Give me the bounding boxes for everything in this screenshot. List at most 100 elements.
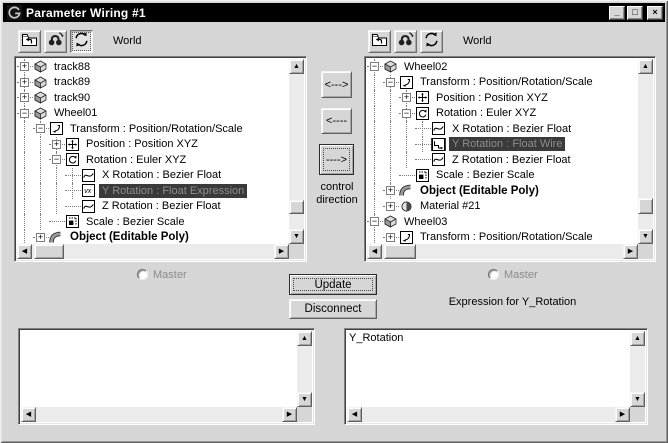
minimize-button[interactable]: _ — [609, 5, 625, 20]
tree-item[interactable]: Z Rotation : Bezier Float — [367, 152, 638, 168]
scroll-down-icon[interactable]: ▼ — [638, 229, 653, 244]
tree-guide — [367, 136, 383, 153]
scroll-right-icon[interactable]: ▶ — [623, 244, 638, 259]
left-tree-hscrollbar[interactable]: ◀ ▶ — [17, 244, 289, 259]
tree-item[interactable]: −Rotation : Euler XYZ — [17, 152, 289, 168]
refresh-button[interactable] — [70, 30, 93, 53]
expand-icon[interactable]: + — [36, 231, 45, 242]
right-expression-hscrollbar[interactable]: ◀ ▶ — [347, 407, 630, 422]
collapse-icon[interactable]: − — [36, 123, 45, 133]
right-master-radio[interactable] — [488, 269, 499, 280]
collapse-icon[interactable]: − — [370, 216, 379, 226]
tree-guide — [17, 152, 33, 168]
tree-item[interactable]: − Wheel02 — [367, 59, 638, 75]
expand-icon[interactable]: + — [20, 76, 29, 87]
expand-icon[interactable]: + — [20, 61, 29, 71]
tree-guide — [65, 167, 81, 184]
left-tree-vscrollbar[interactable]: ▲ ▼ — [289, 59, 304, 244]
scroll-up-icon[interactable]: ▲ — [289, 59, 304, 74]
hscroll-thumb[interactable] — [34, 244, 64, 259]
scroll-down-icon[interactable]: ▼ — [289, 229, 304, 244]
tree-item[interactable]: −Wheel01 — [17, 105, 289, 122]
collapse-icon[interactable]: − — [370, 61, 379, 71]
vscroll-thumb[interactable] — [638, 198, 653, 214]
folder-up-button[interactable] — [18, 30, 41, 53]
tree-item[interactable]: +Transform : Position/Rotation/Scale — [367, 229, 638, 244]
folder-up-button[interactable] — [368, 30, 391, 53]
left-expression-vscrollbar[interactable]: ▲ ▼ — [297, 331, 312, 407]
collapse-icon[interactable]: − — [20, 107, 29, 118]
find-button[interactable] — [394, 30, 417, 53]
wire-left-button[interactable]: <---- — [321, 108, 352, 134]
expand-icon[interactable]: + — [20, 92, 29, 102]
scroll-up-icon[interactable]: ▲ — [630, 331, 645, 346]
scroll-down-icon[interactable]: ▼ — [297, 392, 312, 407]
tree-item[interactable]: +Position : Position XYZ — [367, 90, 638, 106]
right-parameter-tree[interactable]: −Wheel02−Transform : Position/Rotation/S… — [364, 56, 656, 262]
left-parameter-tree[interactable]: +track88+track89+track90−Wheel01−Transfo… — [14, 56, 307, 262]
tree-item[interactable]: X Rotation : Bezier Float — [17, 167, 289, 184]
right-expression-vscrollbar[interactable]: ▲ ▼ — [630, 331, 645, 407]
scroll-left-icon[interactable]: ◀ — [347, 407, 362, 422]
collapse-icon[interactable]: − — [386, 76, 395, 87]
expand-icon[interactable]: + — [52, 138, 61, 149]
tree-item[interactable]: Y Rotation : Float Wire — [367, 136, 638, 153]
left-expression-box[interactable]: ▲ ▼ ◀ ▶ — [18, 328, 315, 425]
left-expression-text[interactable] — [23, 332, 295, 405]
tree-guide — [33, 152, 49, 168]
titlebar[interactable]: Parameter Wiring #1 _ □ × — [3, 3, 665, 22]
refresh-button[interactable] — [420, 30, 443, 53]
maximize-button[interactable]: □ — [627, 5, 643, 20]
tree-item[interactable]: +Position : Position XYZ — [17, 136, 289, 153]
left-expression-hscrollbar[interactable]: ◀ ▶ — [21, 407, 297, 422]
scroll-right-icon[interactable]: ▶ — [615, 407, 630, 422]
wire-right-button[interactable]: ----> — [319, 144, 354, 175]
tree-guide — [415, 152, 431, 168]
expand-icon[interactable]: + — [386, 200, 395, 211]
tree-item[interactable]: +track90 — [17, 90, 289, 106]
scroll-left-icon[interactable]: ◀ — [17, 244, 32, 259]
right-tree-vscrollbar[interactable]: ▲ ▼ — [638, 59, 653, 244]
expand-icon[interactable]: + — [386, 231, 395, 242]
find-icon — [47, 31, 64, 53]
collapse-icon[interactable]: − — [402, 107, 411, 118]
expand-icon[interactable]: + — [386, 185, 395, 195]
tree-item-label: Wheel02 — [404, 60, 448, 73]
tree-item[interactable]: −Transform : Position/Rotation/Scale — [17, 121, 289, 137]
update-button[interactable]: Update — [289, 274, 377, 295]
wire-two-way-button[interactable]: <---> — [321, 71, 352, 98]
scroll-right-icon[interactable]: ▶ — [282, 407, 297, 422]
tree-item[interactable]: X Rotation : Bezier Float — [367, 121, 638, 137]
tree-guide — [33, 214, 49, 230]
tree-item-label: X Rotation : Bezier Float — [102, 169, 222, 182]
tree-item[interactable]: +track89 — [17, 74, 289, 91]
tree-item[interactable]: Scale : Bezier Scale — [367, 167, 638, 184]
scroll-left-icon[interactable]: ◀ — [21, 407, 36, 422]
tree-item[interactable]: −Rotation : Euler XYZ — [367, 105, 638, 122]
tree-item[interactable]: +Object (Editable Poly) — [367, 183, 638, 199]
scroll-down-icon[interactable]: ▼ — [630, 392, 645, 407]
collapse-icon[interactable]: − — [52, 154, 61, 164]
scroll-up-icon[interactable]: ▲ — [638, 59, 653, 74]
tree-item[interactable]: −Transform : Position/Rotation/Scale — [367, 74, 638, 91]
disconnect-button[interactable]: Disconnect — [289, 299, 377, 319]
tree-item[interactable]: +Material #21 — [367, 198, 638, 215]
right-tree-hscrollbar[interactable]: ◀ ▶ — [367, 244, 638, 259]
tree-item[interactable]: −Wheel03 — [367, 214, 638, 230]
right-expression-box[interactable]: Y_Rotation ▲ ▼ ◀ ▶ — [344, 328, 648, 425]
scroll-up-icon[interactable]: ▲ — [297, 331, 312, 346]
left-master-radio[interactable] — [137, 269, 148, 280]
scroll-right-icon[interactable]: ▶ — [274, 244, 289, 259]
scroll-left-icon[interactable]: ◀ — [367, 244, 382, 259]
right-expression-text[interactable]: Y_Rotation — [349, 332, 404, 344]
vscroll-thumb[interactable] — [289, 200, 304, 214]
tree-item[interactable]: Scale : Bezier Scale — [17, 214, 289, 230]
hscroll-thumb[interactable] — [384, 244, 416, 259]
close-button[interactable]: × — [647, 5, 663, 20]
tree-item[interactable]: Z Rotation : Bezier Float — [17, 198, 289, 215]
tree-item[interactable]: +Object (Editable Poly) — [17, 229, 289, 244]
expand-icon[interactable]: + — [402, 92, 411, 102]
find-button[interactable] — [44, 30, 67, 53]
tree-item[interactable]: +track88 — [17, 59, 289, 75]
